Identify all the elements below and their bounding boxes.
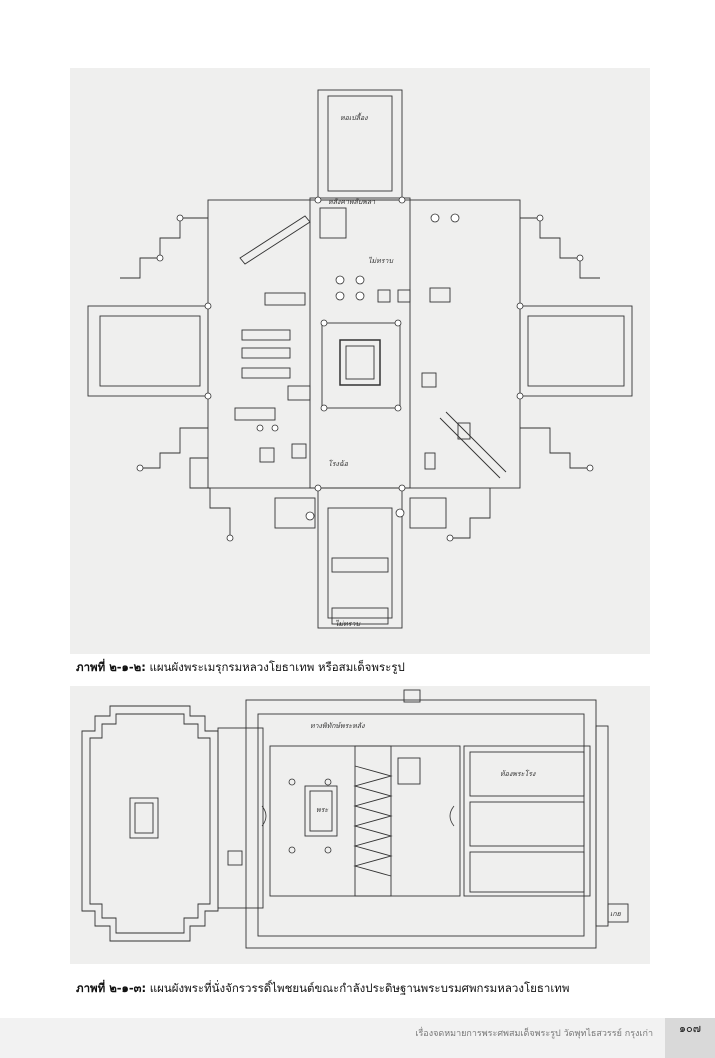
meru-floor-plan-drawing: หอเปลื้อง ไม่ทราบ หลังคาพลับพลา โรงฉ้อ ไ…: [87, 89, 633, 629]
figure-1-caption: ภาพที่ ๒-๑-๒: แผนผังพระเมรุกรมหลวงโยธาเท…: [76, 659, 405, 677]
throne-hall-plan-drawing: ทางพิทักษ์พระหลัง พระ ท้องพระโรง เกย: [81, 689, 629, 949]
plan-label-roof: หลังคาพลับพลา: [328, 198, 376, 206]
figure-2-caption-text: แผนผังพระที่นั่งจักรวรรดิ์ไพชยนต์ขณะกำลั…: [146, 981, 570, 995]
figure-2-caption-label: ภาพที่ ๒-๑-๓:: [76, 981, 147, 995]
figure-2-caption: ภาพที่ ๒-๑-๓: แผนผังพระที่นั่งจักรวรรดิ์…: [76, 980, 569, 998]
plan-label-center-top: ไม่ทราบ: [368, 256, 393, 265]
plan-label-bottom-room: ไม่ทราบ: [335, 619, 360, 628]
figure-1-plan: หอเปลื้อง ไม่ทราบ หลังคาพลับพลา โรงฉ้อ ไ…: [70, 68, 650, 654]
plan-label-bottom: โรงฉ้อ: [328, 459, 349, 468]
footer-title: เรื่องจดหมายการพระศพสมเด็จพระรูป วัดพุทไ…: [415, 1029, 653, 1039]
figure-2-plan: ทางพิทักษ์พระหลัง พระ ท้องพระโรง เกย: [70, 686, 650, 964]
page-number: ๑๐๗: [665, 1018, 715, 1058]
plan-label-mount: เกย: [610, 910, 622, 918]
plan-label-shrine: พระ: [316, 806, 328, 814]
plan-label-hall: ท้องพระโรง: [500, 769, 536, 778]
footer-bar: [0, 1018, 715, 1058]
plan-label-top-passage: ทางพิทักษ์พระหลัง: [310, 721, 365, 730]
figure-1-caption-text: แผนผังพระเมรุกรมหลวงโยธาเทพ หรือสมเด็จพร…: [145, 660, 405, 674]
plan-label-top: หอเปลื้อง: [340, 112, 368, 122]
figure-1-caption-label: ภาพที่ ๒-๑-๒:: [76, 660, 146, 674]
